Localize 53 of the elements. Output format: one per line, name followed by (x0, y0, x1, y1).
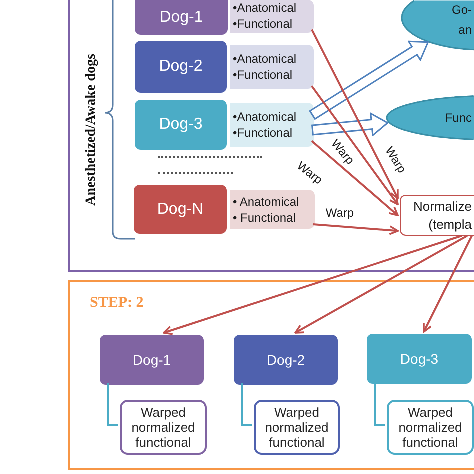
connector-line (107, 383, 118, 426)
box-label: Dog-1 (132, 351, 172, 369)
bullet-item: •Anatomical (233, 51, 298, 67)
subject-box (367, 334, 472, 384)
edge-label: Warp (326, 207, 354, 219)
arrow (311, 86, 399, 206)
info-box (230, 103, 314, 147)
ellipse-label: Go- an (450, 2, 472, 39)
process-box (400, 195, 474, 236)
bullet-item: • Anatomical (233, 194, 300, 210)
bullet-item: • Functional (233, 210, 297, 226)
info-box (230, 190, 315, 229)
info-box (230, 45, 314, 89)
bullet-item: •Anatomical (233, 0, 298, 16)
box-label: Dog-1 (160, 8, 204, 28)
box-label: Warped normalized functional (264, 405, 330, 450)
bullet-item: •Functional (233, 125, 294, 141)
box-label: Normalize (templa (412, 198, 472, 234)
box-label: Dog-2 (159, 57, 203, 77)
box-label: Warped normalized functional (130, 405, 196, 450)
subject-box (100, 335, 204, 385)
bullet-item: •Functional (233, 16, 294, 32)
ellipse-label: Func (445, 110, 472, 127)
bullet-item: •Functional (233, 67, 294, 83)
output-box (254, 400, 340, 455)
arrow (311, 140, 399, 216)
box-label: Dog-2 (266, 351, 306, 369)
ellipse-node (386, 95, 474, 141)
output-box (387, 400, 474, 455)
arrow (423, 236, 473, 333)
step-frame (68, 280, 474, 470)
box-label: Dog-3 (159, 115, 203, 135)
box-label: Warped normalized functional (398, 405, 464, 450)
arrow (294, 235, 468, 334)
group-label: Anesthetized/Awake dogs (85, 54, 99, 206)
connector-line (374, 382, 385, 426)
step-frame (68, 0, 474, 272)
ellipse-node (401, 0, 474, 51)
connector-line (241, 383, 252, 426)
subject-box (135, 100, 227, 150)
box-label: Dog-3 (400, 350, 439, 368)
arrow (312, 224, 399, 236)
box-label: Dog-N (157, 200, 204, 220)
step-heading: STEP: 2 (90, 294, 144, 312)
subject-box (135, 41, 227, 93)
subject-box (234, 335, 338, 385)
subject-box (135, 0, 228, 35)
bullet-item: •Anatomical (233, 109, 298, 125)
subject-box (134, 185, 227, 234)
info-box (230, 0, 314, 33)
arrow (163, 235, 462, 336)
output-box (120, 400, 207, 455)
arrow (311, 29, 399, 200)
